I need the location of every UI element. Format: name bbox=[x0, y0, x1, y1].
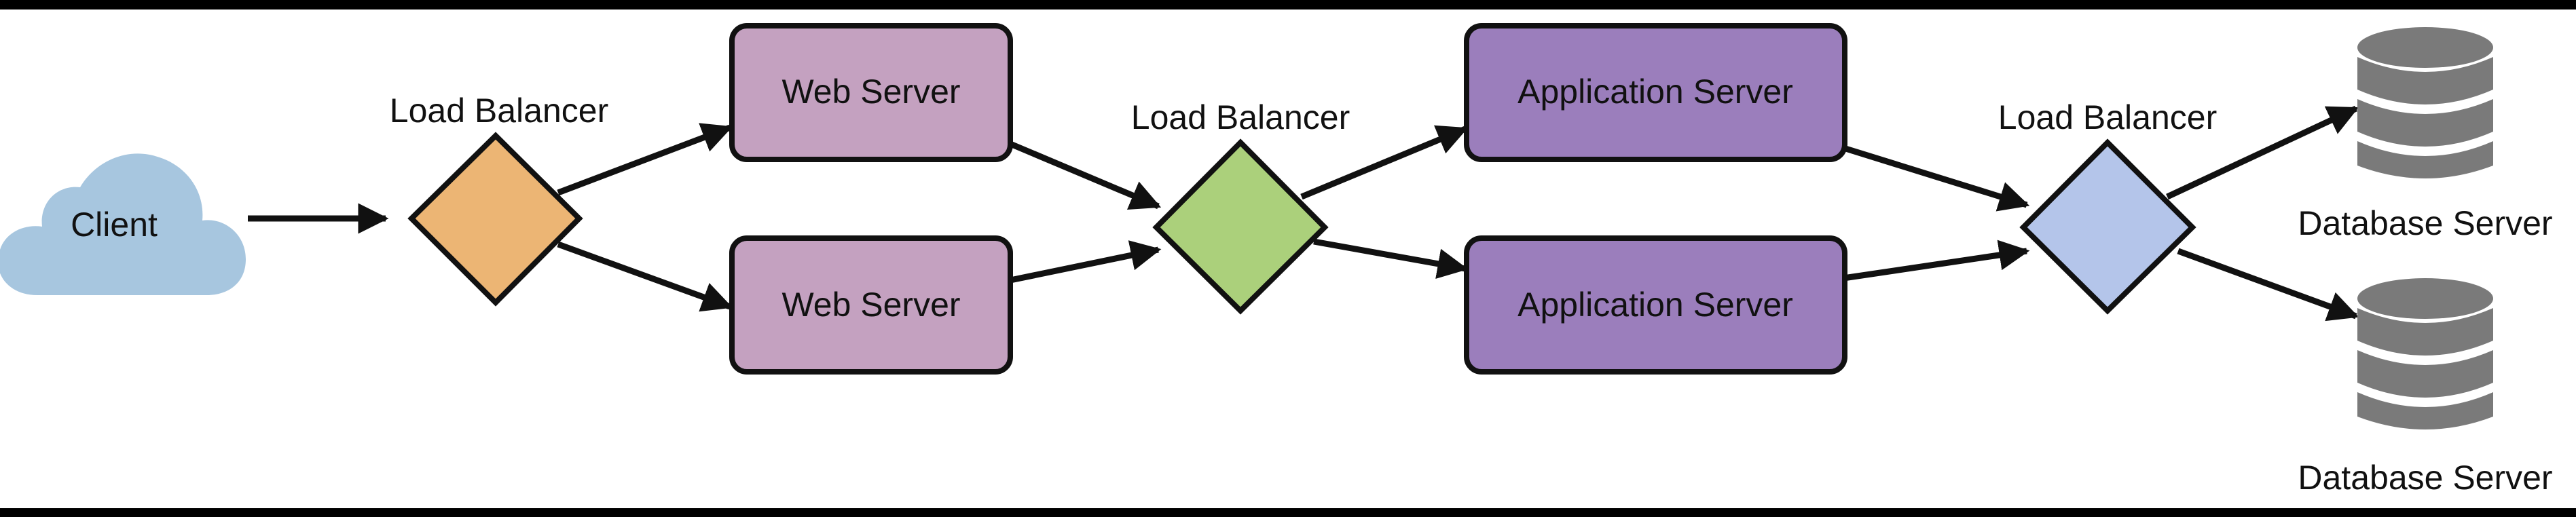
client-node: Client bbox=[0, 153, 246, 295]
arrow-web1-to-lb2 bbox=[1009, 140, 1162, 210]
web-server-2-box bbox=[729, 235, 1013, 375]
arrow-lb3-to-db1 bbox=[2166, 105, 2359, 200]
diamond-icon bbox=[1152, 138, 1329, 315]
database-cylinder-icon bbox=[2357, 27, 2493, 178]
web-server-2: Web Server bbox=[729, 235, 1013, 375]
cloud-icon bbox=[0, 153, 246, 295]
arrow-app1-to-lb3 bbox=[1842, 145, 2030, 212]
application-server-2-label: Application Server bbox=[1517, 286, 1793, 324]
load-balancer-1-label: Load Balancer bbox=[390, 92, 608, 130]
database-cylinder-icon bbox=[2357, 278, 2493, 429]
application-server-2: Application Server bbox=[1464, 235, 1847, 375]
arrow-web2-to-lb2 bbox=[1010, 240, 1162, 284]
load-balancer-2: Load Balancer bbox=[1131, 98, 1350, 315]
arrow-lb1-to-web2 bbox=[557, 241, 733, 312]
database-server-2-label: Database Server bbox=[2298, 459, 2552, 497]
application-server-1-label: Application Server bbox=[1517, 73, 1793, 111]
client-label: Client bbox=[71, 206, 158, 244]
load-balancer-3: Load Balancer bbox=[1998, 98, 2217, 315]
application-server-1-box bbox=[1464, 23, 1847, 162]
diamond-icon bbox=[2019, 138, 2196, 315]
web-server-1: Web Server bbox=[729, 23, 1013, 162]
web-server-1-label: Web Server bbox=[781, 73, 960, 111]
application-server-1: Application Server bbox=[1464, 23, 1847, 162]
edges bbox=[248, 105, 2359, 322]
diagram-canvas: Client Load Balancer Web Server Web Serv… bbox=[0, 23, 2553, 497]
database-server-2: Database Server bbox=[2298, 278, 2553, 497]
application-server-2-box bbox=[1464, 235, 1847, 375]
arrow-lb3-to-db2 bbox=[2177, 248, 2359, 322]
arrow-app2-to-lb3 bbox=[1843, 240, 2030, 282]
load-balancer-3-label: Load Balancer bbox=[1998, 98, 2217, 136]
database-server-1-label: Database Server bbox=[2298, 204, 2552, 242]
arrow-lb2-to-app1 bbox=[1300, 125, 1469, 200]
load-balancer-2-label: Load Balancer bbox=[1131, 98, 1350, 136]
diamond-icon bbox=[407, 132, 583, 307]
web-server-1-box bbox=[729, 23, 1013, 162]
arrow-lb1-to-web1 bbox=[557, 123, 733, 196]
database-server-1: Database Server bbox=[2298, 27, 2553, 242]
architecture-diagram: Client Load Balancer Web Server Web Serv… bbox=[0, 9, 2576, 508]
web-server-2-label: Web Server bbox=[781, 286, 960, 324]
load-balancer-1: Load Balancer bbox=[390, 92, 608, 307]
arrow-lb2-to-app2 bbox=[1313, 238, 1469, 279]
